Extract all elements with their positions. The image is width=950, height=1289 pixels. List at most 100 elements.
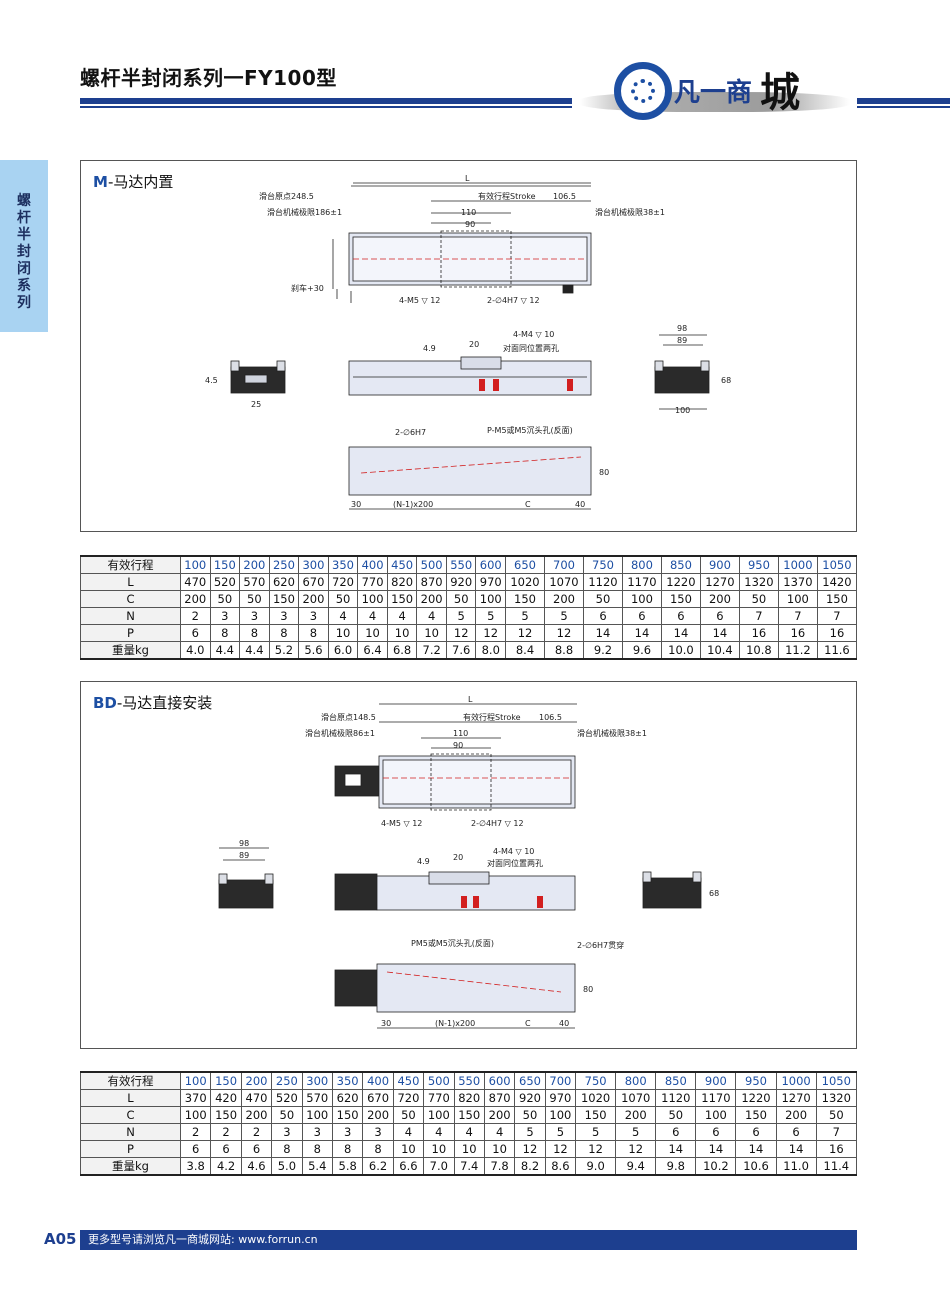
dim-mech-limit-right: 滑台机械极限38±1 [577, 728, 647, 738]
bearing-icon [614, 62, 672, 120]
value-cell: 1370 [777, 573, 818, 591]
stroke-cell: 600 [483, 1071, 516, 1090]
value-cell: 5 [475, 607, 507, 625]
end-view-left [230, 360, 286, 394]
dim-m4-note: 对面同位置两孔 [487, 858, 543, 868]
stroke-cell: 450 [386, 555, 418, 574]
value-cell: 820 [453, 1089, 485, 1107]
row-label: N [80, 1123, 181, 1141]
value-cell: 14 [699, 624, 740, 642]
value-cell: 6 [179, 1140, 212, 1158]
value-cell: 12 [514, 1140, 546, 1158]
dim-mech-limit-left: 滑台机械极限186±1 [267, 207, 342, 217]
value-cell: 200 [180, 590, 211, 608]
value-cell: 12 [544, 1140, 577, 1158]
stroke-cell: 1050 [816, 555, 858, 574]
dim-20: 20 [453, 853, 463, 862]
value-cell: 8 [271, 1140, 303, 1158]
value-cell: 8.4 [505, 641, 545, 660]
footer-bar: 更多型号请浏览凡一商城网站: www.forrun.cn [80, 1230, 857, 1250]
dim-p-m5: P-M5或M5沉头孔(反面) [487, 425, 573, 435]
value-cell: 50 [514, 1106, 546, 1124]
value-cell: 5 [544, 1123, 577, 1141]
value-cell: 14 [655, 1140, 697, 1158]
dim-pm5: PM5或M5沉头孔(反面) [411, 938, 494, 948]
value-cell: 200 [615, 1106, 657, 1124]
value-cell: 16 [815, 1140, 858, 1158]
value-cell: 12 [445, 624, 477, 642]
value-cell: 5.0 [271, 1157, 303, 1176]
row-label: 重量kg [80, 1157, 181, 1176]
header-rule-right-thin [857, 106, 950, 108]
value-cell: 470 [180, 573, 211, 591]
value-cell: 570 [301, 1089, 333, 1107]
stroke-cell: 900 [699, 555, 740, 574]
value-cell: 1270 [699, 573, 740, 591]
value-cell: 3 [239, 607, 270, 625]
value-cell: 50 [271, 1106, 303, 1124]
value-cell: 5.4 [301, 1157, 333, 1176]
value-cell: 200 [483, 1106, 516, 1124]
value-cell: 1420 [816, 573, 858, 591]
stroke-cell: 750 [575, 1071, 617, 1090]
stroke-cell: 400 [357, 555, 388, 574]
stroke-cell: 1000 [775, 1071, 817, 1090]
value-cell: 10 [386, 624, 418, 642]
value-cell: 12 [505, 624, 545, 642]
stroke-cell: 350 [331, 1071, 364, 1090]
value-cell: 8 [331, 1140, 364, 1158]
dim-40: 40 [575, 500, 585, 509]
value-cell: 8 [239, 624, 270, 642]
side-tab-char: 杆 [17, 210, 31, 226]
value-cell: 200 [544, 590, 584, 608]
value-cell: 10.0 [660, 641, 701, 660]
stroke-cell: 700 [544, 555, 584, 574]
value-cell: 3 [209, 607, 241, 625]
stroke-cell: 950 [738, 555, 779, 574]
value-cell: 8.8 [544, 641, 584, 660]
side-tab-char: 列 [17, 295, 31, 311]
top-view [332, 182, 592, 303]
value-cell: 4.4 [209, 641, 241, 660]
value-cell: 420 [210, 1089, 242, 1107]
value-cell: 200 [240, 1106, 273, 1124]
stroke-cell: 700 [544, 1071, 577, 1090]
value-cell: 50 [209, 590, 241, 608]
dim-6h7: 2-∅6H7贯穿 [577, 940, 624, 950]
dim-slide-origin: 滑台原点248.5 [259, 191, 314, 201]
dim-89: 89 [677, 336, 687, 345]
stroke-cell: 500 [416, 555, 447, 574]
value-cell: 50 [655, 1106, 697, 1124]
dim-m5: 4-M5 ▽ 12 [381, 819, 422, 828]
value-cell: 100 [777, 590, 818, 608]
value-cell: 1020 [505, 573, 545, 591]
dim-4-9: 4.9 [423, 344, 436, 353]
value-cell: 14 [582, 624, 623, 642]
side-view [348, 356, 592, 396]
header-rule-left [80, 98, 572, 104]
dim-90: 90 [465, 220, 475, 229]
dim-stroke: 有效行程Stroke [478, 191, 536, 201]
value-cell: 50 [239, 590, 270, 608]
dim-C: C [525, 1019, 531, 1028]
value-cell: 7.6 [445, 641, 477, 660]
value-cell: 870 [416, 573, 447, 591]
value-cell: 9.4 [615, 1157, 657, 1176]
value-cell: 3 [268, 607, 300, 625]
value-cell: 5 [505, 607, 545, 625]
value-cell: 10.6 [735, 1157, 777, 1176]
value-cell: 6 [735, 1123, 777, 1141]
value-cell: 150 [210, 1106, 242, 1124]
value-cell: 10 [423, 1140, 455, 1158]
side-tab-char: 系 [17, 278, 31, 294]
value-cell: 100 [621, 590, 662, 608]
row-label: L [80, 1089, 181, 1107]
value-cell: 1070 [544, 573, 584, 591]
value-cell: 7.4 [453, 1157, 485, 1176]
dim-90: 90 [453, 741, 463, 750]
dim-98: 98 [239, 839, 249, 848]
dim-68: 68 [721, 376, 731, 385]
